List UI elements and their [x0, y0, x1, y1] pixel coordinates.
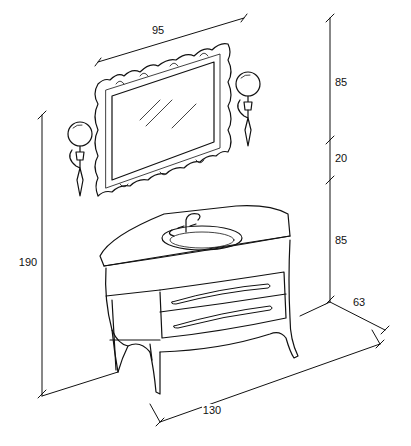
dimension-label: 20 [334, 152, 348, 165]
dimension-label: 63 [352, 296, 366, 309]
mirror [95, 44, 231, 196]
wall-lamp [68, 72, 260, 196]
floor-lines [42, 302, 380, 422]
dimension-lines [38, 14, 389, 426]
dimension-label: 190 [18, 256, 38, 269]
dimension-label: 95 [151, 24, 165, 37]
dimension-label: 85 [334, 76, 348, 89]
dimension-label: 130 [202, 404, 222, 417]
vanity-cabinet [100, 206, 298, 394]
dimension-label: 85 [334, 234, 348, 247]
